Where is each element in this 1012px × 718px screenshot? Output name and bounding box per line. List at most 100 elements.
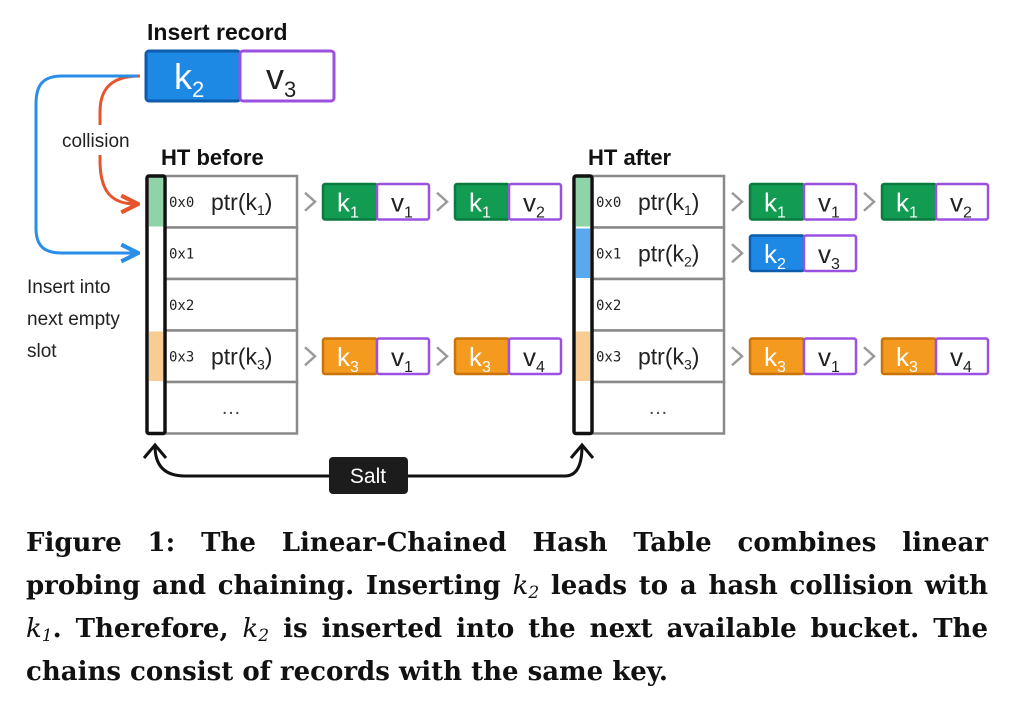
table-row: 0x3 ptr(k3) k3 v1 k3 v4 xyxy=(576,329,990,384)
bucket-address: 0x0 xyxy=(596,195,621,211)
bucket-cell xyxy=(163,226,299,281)
chain-record: k3 v4 xyxy=(453,337,563,376)
bucket-address: 0x1 xyxy=(596,246,621,262)
salt-bar-fill xyxy=(576,331,590,381)
bucket-pointer: ptr(k3) xyxy=(211,343,272,372)
insert-record: k2 v3 xyxy=(144,49,336,103)
record-value-box xyxy=(934,337,990,376)
figure-caption: Figure 1: The Linear-Chained Hash Table … xyxy=(26,528,988,687)
salt-bar-fill xyxy=(576,228,590,278)
record-value: v1 xyxy=(818,188,840,222)
record-value: v3 xyxy=(818,239,840,273)
table-row: 0x0 ptr(k1) k1 v1 k1 v2 xyxy=(576,174,990,229)
record-value-box xyxy=(375,182,431,221)
record-key: k1 xyxy=(764,188,786,222)
salt-bar-fill xyxy=(149,331,163,381)
bucket-address: 0x0 xyxy=(169,195,194,211)
bucket-cell xyxy=(163,329,299,384)
table-row: 0x2 xyxy=(590,277,726,332)
salt-arrow-head-right xyxy=(569,442,595,459)
record-value-box xyxy=(375,337,431,376)
salt-arrow-head-left xyxy=(142,442,168,459)
bucket-cell xyxy=(163,380,299,435)
chain-arrow-icon xyxy=(304,346,317,367)
chain-arrow-icon xyxy=(436,346,449,367)
record-key: k2 xyxy=(764,239,786,273)
insert-value-box xyxy=(238,49,336,103)
chain-record: k2 v3 xyxy=(748,234,858,273)
record-value: v4 xyxy=(950,342,972,376)
chain-record: k3 v1 xyxy=(748,337,858,376)
bucket-address: 0x1 xyxy=(169,246,194,262)
caption-var-k1: k1 xyxy=(26,614,53,646)
insert-value-label: v3 xyxy=(266,56,296,102)
bucket-address: 0x2 xyxy=(169,298,194,314)
chain-arrow-icon xyxy=(731,243,744,264)
table-title: HT before xyxy=(161,145,264,170)
chain-arrow-icon xyxy=(863,346,876,367)
chain-arrow-icon xyxy=(731,346,744,367)
record-value-box xyxy=(507,337,563,376)
table-row: 0x1 xyxy=(163,226,299,281)
bucket-pointer: ptr(k1) xyxy=(638,189,699,218)
bucket-address: 0x3 xyxy=(169,349,194,365)
insert-next-arrow xyxy=(34,74,138,253)
record-key: k3 xyxy=(896,342,918,376)
insert-next-label: Insert into next empty slot xyxy=(27,277,125,362)
salt-column xyxy=(572,174,594,436)
chain-record: k1 v1 xyxy=(748,182,858,222)
chain-record: k3 v1 xyxy=(321,337,431,376)
chain-record: k3 v4 xyxy=(880,337,990,376)
record-key: k3 xyxy=(469,342,491,376)
record-value: v1 xyxy=(391,342,413,376)
ellipsis: … xyxy=(648,397,668,419)
bucket-address: 0x2 xyxy=(596,298,621,314)
salt-badge xyxy=(329,457,408,494)
bucket-address: 0x3 xyxy=(596,349,621,365)
table-row: … xyxy=(590,380,726,435)
bucket-pointer: ptr(k2) xyxy=(638,240,699,269)
salt-column xyxy=(145,174,167,436)
record-value: v2 xyxy=(950,188,972,222)
bucket-cell xyxy=(590,380,726,435)
table-row: 0x3 ptr(k3) k3 v1 k3 v4 xyxy=(149,329,563,384)
bucket-cell xyxy=(590,226,726,281)
chain-arrow-icon xyxy=(304,191,317,212)
insert-record-title: Insert record xyxy=(147,19,288,45)
insert-next-label-bg xyxy=(22,270,142,366)
ellipsis: … xyxy=(221,397,241,419)
bucket-pointer: ptr(k3) xyxy=(638,343,699,372)
record-value-box xyxy=(934,182,990,221)
collision-label: collision xyxy=(62,131,130,152)
bucket-pointer: ptr(k1) xyxy=(211,189,272,218)
salt-bar-fill xyxy=(576,177,590,227)
chain-arrow-icon xyxy=(731,191,744,212)
record-value: v1 xyxy=(391,188,413,222)
record-value: v1 xyxy=(818,342,840,376)
chain-arrow-icon xyxy=(863,191,876,212)
insert-key-label: k2 xyxy=(174,56,204,102)
caption-var-k2: k2 xyxy=(512,571,540,603)
caption-var-k2-second: k2 xyxy=(242,614,270,646)
table-row: 0x1 ptr(k2) k2 v3 xyxy=(576,226,858,281)
record-key: k1 xyxy=(337,188,359,222)
chain-arrow-icon xyxy=(436,191,449,212)
chain-record: k1 v2 xyxy=(880,182,990,222)
record-value: v4 xyxy=(523,342,545,376)
collision-label-bg xyxy=(58,125,144,155)
record-value-box xyxy=(802,234,858,273)
salt-label: Salt xyxy=(350,465,386,488)
record-key: k3 xyxy=(337,342,359,376)
salt-bar-fill xyxy=(149,177,163,227)
record-key: k3 xyxy=(764,342,786,376)
record-key: k1 xyxy=(896,188,918,222)
record-value: v2 xyxy=(523,188,545,222)
table-row: … xyxy=(163,380,299,435)
chain-record: k1 v1 xyxy=(321,182,431,222)
record-value-box xyxy=(802,337,858,376)
